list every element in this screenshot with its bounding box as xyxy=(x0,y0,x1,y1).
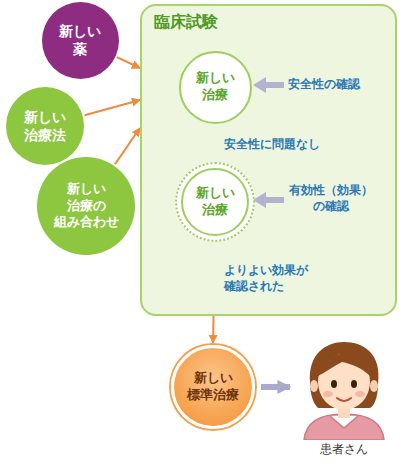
callout-label: 有効性（効果） の確認 xyxy=(286,182,376,214)
patient-figure xyxy=(292,336,396,440)
callout-label: 安全性の確認 xyxy=(288,76,360,92)
patient-label: 患者さん xyxy=(292,442,396,458)
node-label: 新しい 薬 xyxy=(52,22,108,58)
panel-title: 臨床試験 xyxy=(154,12,218,33)
node-label: 新しい 治療 xyxy=(189,70,241,104)
treatment-circle: 新しい 治療 xyxy=(179,51,252,124)
standard-treatment-circle: 新しい 標準治療 xyxy=(171,345,255,429)
node-label: 新しい 治療 xyxy=(189,185,241,219)
treatment-circle: 新しい 治療 xyxy=(175,162,255,242)
connector-arrow xyxy=(85,100,140,115)
method-circle: 新しい 治療法 xyxy=(6,87,84,165)
patient: 患者さん xyxy=(292,336,396,460)
connector-arrow xyxy=(261,384,290,390)
drug-circle: 新しい 薬 xyxy=(42,2,119,79)
node-label: 新しい 治療の 組み合わせ xyxy=(50,181,122,232)
edge-label: よりよい効果が 確認された xyxy=(224,262,314,294)
node-label: 新しい 標準治療 xyxy=(181,370,246,404)
edge-label: 安全性に問題なし xyxy=(224,136,314,152)
combination-circle: 新しい 治療の 組み合わせ xyxy=(37,157,135,255)
node-label: 新しい 治療法 xyxy=(17,108,73,144)
connector-arrow xyxy=(115,128,140,164)
connector-arrow xyxy=(117,57,140,68)
